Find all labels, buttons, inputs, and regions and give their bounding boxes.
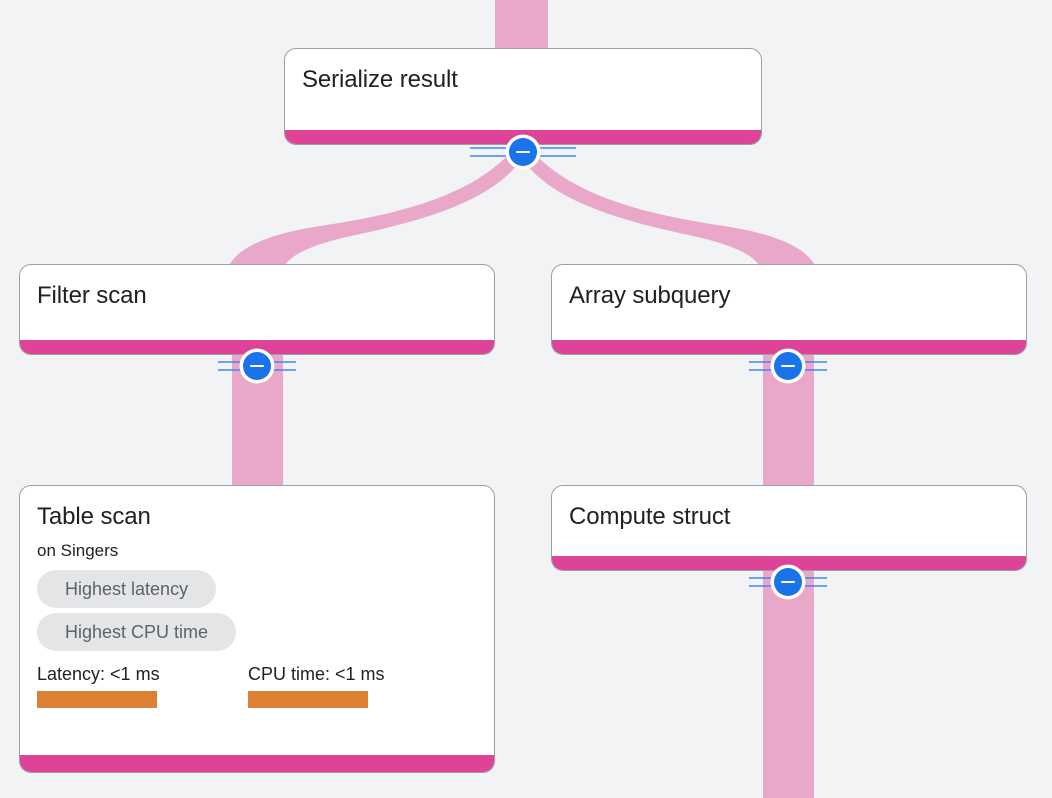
toggle-rails-icon <box>470 147 576 157</box>
metric-label: Latency: <1 ms <box>37 664 160 684</box>
edge-incoming-serialize <box>495 0 548 48</box>
node-subtitle: on Singers <box>37 541 119 560</box>
minus-circle-icon[interactable] <box>774 352 802 380</box>
toggle-rails-icon <box>218 361 296 371</box>
node-chip-list: Highest latency Highest CPU time <box>37 570 477 651</box>
node-accent-bar <box>285 130 761 144</box>
node-title: Serialize result <box>302 66 458 93</box>
node-array-subquery[interactable]: Array subquery <box>551 264 1027 355</box>
node-title: Filter scan <box>37 282 147 309</box>
metric-bar <box>248 691 368 708</box>
node-metric-list: Latency: <1 ms CPU time: <1 ms <box>37 663 477 708</box>
node-body: Serialize result <box>285 49 761 130</box>
node-compute-struct[interactable]: Compute struct <box>551 485 1027 571</box>
node-body: Table scan on Singers Highest latency Hi… <box>20 486 494 755</box>
collapse-toggle-compute-struct[interactable] <box>735 565 841 599</box>
collapse-toggle-filter-scan[interactable] <box>204 349 310 383</box>
node-accent-bar <box>20 755 494 772</box>
metric-label: CPU time: <1 ms <box>248 664 385 684</box>
node-filter-scan[interactable]: Filter scan <box>19 264 495 355</box>
edge-compute-downstream <box>763 571 814 798</box>
node-body: Filter scan <box>20 265 494 340</box>
node-accent-bar <box>552 556 1026 570</box>
minus-circle-icon[interactable] <box>509 138 537 166</box>
node-title: Compute struct <box>569 503 731 530</box>
node-accent-bar <box>20 340 494 354</box>
metric-latency: Latency: <1 ms <box>37 663 248 708</box>
node-title: Array subquery <box>569 282 731 309</box>
collapse-toggle-serialize-result[interactable] <box>470 135 576 169</box>
edge-serialize-to-filter <box>228 152 521 268</box>
node-title: Table scan <box>37 503 151 530</box>
metric-cpu-time: CPU time: <1 ms <box>248 663 385 708</box>
toggle-rails-icon <box>749 361 827 371</box>
node-body: Array subquery <box>552 265 1026 340</box>
toggle-rails-icon <box>749 577 827 587</box>
node-body: Compute struct <box>552 486 1026 556</box>
node-serialize-result[interactable]: Serialize result <box>284 48 762 145</box>
node-table-scan[interactable]: Table scan on Singers Highest latency Hi… <box>19 485 495 773</box>
collapse-toggle-array-subquery[interactable] <box>735 349 841 383</box>
node-accent-bar <box>552 340 1026 354</box>
chip-highest-cpu-time[interactable]: Highest CPU time <box>37 613 237 651</box>
edge-serialize-to-array <box>523 152 816 268</box>
chip-highest-latency[interactable]: Highest latency <box>37 570 217 608</box>
minus-circle-icon[interactable] <box>774 568 802 596</box>
metric-bar <box>37 691 157 708</box>
minus-circle-icon[interactable] <box>243 352 271 380</box>
